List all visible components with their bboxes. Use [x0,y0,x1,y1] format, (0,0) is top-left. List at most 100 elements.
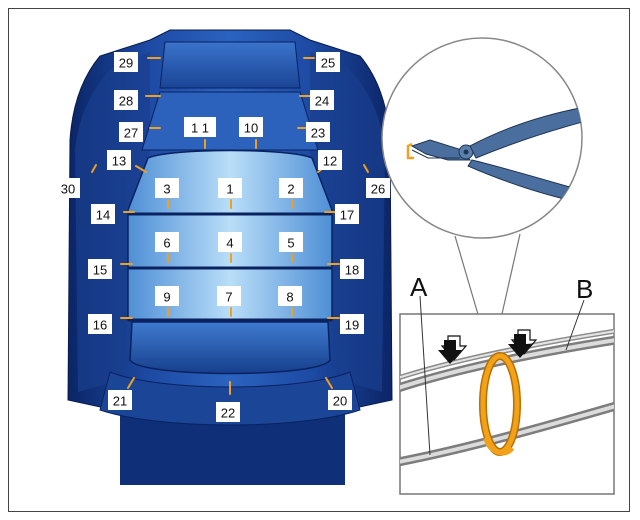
callout-label-7: 7 [217,286,241,306]
callout-label-28: 28 [114,90,138,110]
callout-label-text: 21 [113,394,127,409]
callout-label-box [279,232,303,252]
callout-label-24: 24 [310,90,334,110]
callout-label-box [88,259,112,279]
callout-label-box [218,232,242,252]
callout-label-1: 1 [218,178,242,198]
callout-label-17: 17 [335,204,359,224]
callout-label-19: 19 [340,314,364,334]
label-b: B [576,274,593,304]
callout-label-text: 19 [345,318,359,333]
callout-label-box [318,150,342,170]
push-arrow-icon [438,329,538,364]
callout-label-8: 8 [278,286,302,306]
callout-label-6: 6 [155,232,179,252]
callout-label-box [114,90,138,110]
callout-label-box [218,178,242,198]
callout-label-box [278,286,302,306]
callout-label-10: 10 [239,117,263,137]
callout-label-text: 26 [371,182,385,197]
callout-label-box [328,390,352,410]
callout-label-box [184,117,216,137]
callout-label-text: 9 [163,290,170,305]
callout-label-5: 5 [279,232,303,252]
callout-label-13: 13 [107,150,131,170]
callout-label-box [155,178,179,198]
callout-label-box [216,402,240,422]
callout-label-text: 17 [340,208,354,223]
callout-label-text: 13 [112,154,126,169]
callout-label-box [340,259,364,279]
callout-label-text: 12 [323,154,337,169]
callout-label-22: 22 [216,402,240,422]
callout-label-box [56,178,80,198]
callout-label-text: 2 [287,182,294,197]
callout-label-text: 23 [311,126,325,141]
callout-label-text: 7 [225,290,232,305]
callout-label-text: 25 [321,56,335,71]
callout-label-text: 29 [119,56,133,71]
callout-label-text: 5 [287,236,294,251]
callout-label-14: 14 [91,204,115,224]
callout-label-text: 20 [333,394,347,409]
callout-label-text: 15 [93,263,107,278]
callout-label-text: 4 [226,236,233,251]
callout-label-20: 20 [328,390,352,410]
leader-a [419,295,431,456]
callout-label-3: 3 [155,178,179,198]
callout-label-26: 26 [366,178,390,198]
callout-label-15: 15 [88,259,112,279]
callout-label-27: 27 [119,122,143,142]
callout-label-text: 1 [226,182,233,197]
callout-label-text: 27 [124,126,138,141]
detail-callout: A B [381,37,615,495]
callout-label-box [155,232,179,252]
callout-label-text: 16 [93,318,107,333]
callout-label-23: 23 [306,122,330,142]
callout-label-text: 24 [315,94,329,109]
callout-label-2: 2 [279,178,303,198]
callout-label-text: 3 [163,182,170,197]
callout-label-30: 30 [56,178,80,198]
callout-label-text: 30 [61,182,75,197]
callout-label-29: 29 [114,52,138,72]
zoom-box [399,313,615,495]
callout-label-text: 1 1 [191,121,209,136]
front-panel [129,321,331,375]
callout-label-text: 18 [345,263,359,278]
callout-label-text: 28 [119,94,133,109]
callout-label-box [239,117,263,137]
callout-label-box [108,390,132,410]
front-lip [99,371,361,426]
callout-label-box [279,178,303,198]
callout-label-11: 1 1 [184,117,216,137]
leader-b [565,299,585,351]
callout-label-box [88,314,112,334]
callout-label-box [366,178,390,198]
callout-label-box [91,204,115,224]
callout-label-16: 16 [88,314,112,334]
callout-label-box [316,52,340,72]
callout-label-25: 25 [316,52,340,72]
callout-label-21: 21 [108,390,132,410]
callout-label-box [217,286,241,306]
callout-label-text: 10 [244,121,258,136]
callout-label-4: 4 [218,232,242,252]
callout-label-box [340,314,364,334]
callout-label-box [335,204,359,224]
callout-label-12: 12 [318,150,342,170]
callout-label-box [107,150,131,170]
callout-label-box [155,286,179,306]
hog-ring-icon [479,352,521,456]
callout-label-text: 6 [163,236,170,251]
callout-label-box [114,52,138,72]
zoom-circle [381,37,583,239]
callout-label-box [119,122,143,142]
callout-label-text: 14 [96,208,110,223]
callout-label-text: 22 [221,406,235,421]
label-a: A [410,272,428,302]
callout-label-18: 18 [340,259,364,279]
callout-label-9: 9 [155,286,179,306]
